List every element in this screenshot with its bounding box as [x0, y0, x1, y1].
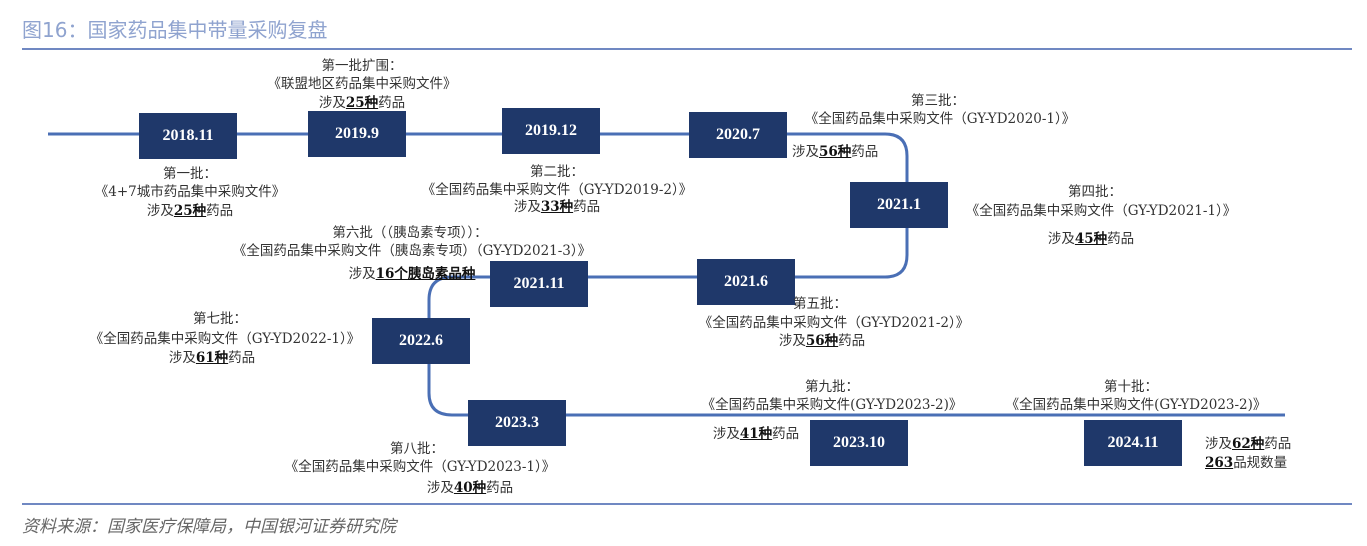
batch-8-doc: 《全国药品集中采购文件（GY-YD2023-1）》 [284, 459, 556, 475]
footer-divider [22, 503, 1352, 505]
batch-4-amount: 涉及45种药品 [1048, 227, 1134, 247]
batch-6-label: 第六批（（胰岛素专项））： [332, 225, 488, 241]
batch-2-doc: 《全国药品集中采购文件（GY-YD2019-2）》 [421, 182, 693, 198]
source-note: 资料来源：国家医疗保障局，中国银河证券研究院 [22, 517, 396, 537]
amount-text: 药品 [486, 480, 514, 496]
amount-text: 涉及 [792, 144, 819, 160]
amount-text: 涉及 [318, 95, 346, 111]
amount-text: 涉及 [146, 203, 174, 219]
batch-expand-label: 第一批扩围： [321, 58, 403, 74]
date-box-2021-1: 2021.1 [850, 182, 948, 228]
title-divider [22, 48, 1352, 50]
date-box-2021-11: 2021.11 [490, 261, 588, 307]
batch-1-doc: 《4+7城市药品集中采购文件》 [94, 184, 286, 200]
batch-10-amount: 涉及62种药品 [1205, 432, 1291, 452]
batch-10-doc: 《全国药品集中采购文件(GY-YD2023-2)》 [1005, 397, 1267, 413]
amount-value: 61种 [195, 350, 229, 366]
amount-value: 25种 [173, 203, 207, 219]
batch-4-label: 第四批： [1068, 184, 1122, 200]
amount-text: 药品 [838, 333, 866, 349]
date-box-2023-3: 2023.3 [468, 400, 566, 446]
amount-text: 药品 [378, 95, 406, 111]
amount-text: 涉及 [712, 426, 740, 442]
batch-9-doc: 《全国药品集中采购文件(GY-YD2023-2)》 [701, 397, 963, 413]
date-box-2020-7: 2020.7 [689, 112, 787, 158]
batch-expand-amount: 涉及25种药品 [319, 91, 405, 111]
batch-3-amount: 涉及56种药品 [792, 140, 878, 160]
batch-9-label: 第九批： [805, 379, 859, 395]
batch-3-label: 第三批： [911, 93, 965, 109]
date-box-2019-12: 2019.12 [502, 108, 600, 154]
amount-text: 涉及 [513, 199, 541, 215]
amount-value: 25种 [345, 95, 379, 111]
amount-value: 56种 [819, 144, 852, 160]
amount-text: 药品 [228, 350, 256, 366]
batch-7-label: 第七批： [193, 311, 247, 327]
batch-1-label: 第一批： [163, 166, 217, 182]
amount-text: 药品 [1107, 231, 1135, 247]
amount-text: 涉及 [1047, 231, 1075, 247]
amount-text: 品规数量 [1233, 455, 1288, 471]
amount-text: 涉及 [348, 266, 376, 282]
amount-text: 涉及 [1205, 436, 1232, 452]
batch-4-doc: 《全国药品集中采购文件（GY-YD2021-1）》 [965, 203, 1237, 219]
batch-9-amount: 涉及41种药品 [713, 422, 799, 442]
batch-5-doc: 《全国药品集中采购文件（GY-YD2021-2）》 [698, 315, 970, 331]
amount-value: 16个胰岛素品种 [375, 266, 476, 282]
amount-text: 药品 [772, 426, 800, 442]
date-box-2022-6: 2022.6 [372, 318, 470, 364]
batch-7-doc: 《全国药品集中采购文件（GY-YD2022-1）》 [89, 331, 361, 347]
amount-text: 药品 [573, 199, 601, 215]
batch-10-label: 第十批： [1104, 379, 1158, 395]
batch-1-amount: 涉及25种药品 [147, 199, 233, 219]
date-box-2019-9: 2019.9 [308, 111, 406, 157]
amount-text: 涉及 [426, 480, 454, 496]
batch-5-label: 第五批： [793, 296, 847, 312]
batch-3-doc: 《全国药品集中采购文件（GY-YD2020-1）》 [804, 111, 1076, 127]
batch-2-label: 第二批： [530, 164, 584, 180]
batch-2-amount: 涉及33种药品 [514, 195, 600, 215]
amount-value: 33种 [540, 199, 574, 215]
amount-value: 62种 [1232, 436, 1265, 452]
amount-value: 56种 [805, 333, 839, 349]
amount-value: 41种 [739, 426, 773, 442]
amount-text: 涉及 [778, 333, 806, 349]
batch-5-amount: 涉及56种药品 [779, 329, 865, 349]
amount-text: 药品 [206, 203, 234, 219]
batch-6-amount: 涉及16个胰岛素品种 [349, 262, 476, 282]
batch-8-amount: 涉及40种药品 [427, 476, 513, 496]
date-box-2018-11: 2018.11 [139, 113, 237, 159]
amount-value: 45种 [1074, 231, 1108, 247]
amount-text: 涉及 [168, 350, 196, 366]
date-box-2024-11: 2024.11 [1084, 420, 1182, 466]
amount-text: 药品 [851, 144, 879, 160]
batch-7-amount: 涉及61种药品 [169, 346, 255, 366]
amount-text: 药品 [1264, 436, 1292, 452]
batch-expand-doc: 《联盟地区药品集中采购文件》 [267, 76, 457, 92]
batch-10-spec-count: 263品规数量 [1205, 451, 1287, 471]
batch-8-label: 第八批： [390, 441, 444, 457]
date-box-2023-10: 2023.10 [810, 420, 908, 466]
batch-6-doc: 《全国药品集中采购文件（胰岛素专项）（GY-YD2021-3）》 [232, 243, 592, 259]
amount-value: 263 [1205, 455, 1234, 471]
figure-title: 图16：国家药品集中带量采购复盘 [22, 18, 328, 42]
amount-value: 40种 [453, 480, 487, 496]
date-box-2021-6: 2021.6 [697, 259, 795, 305]
